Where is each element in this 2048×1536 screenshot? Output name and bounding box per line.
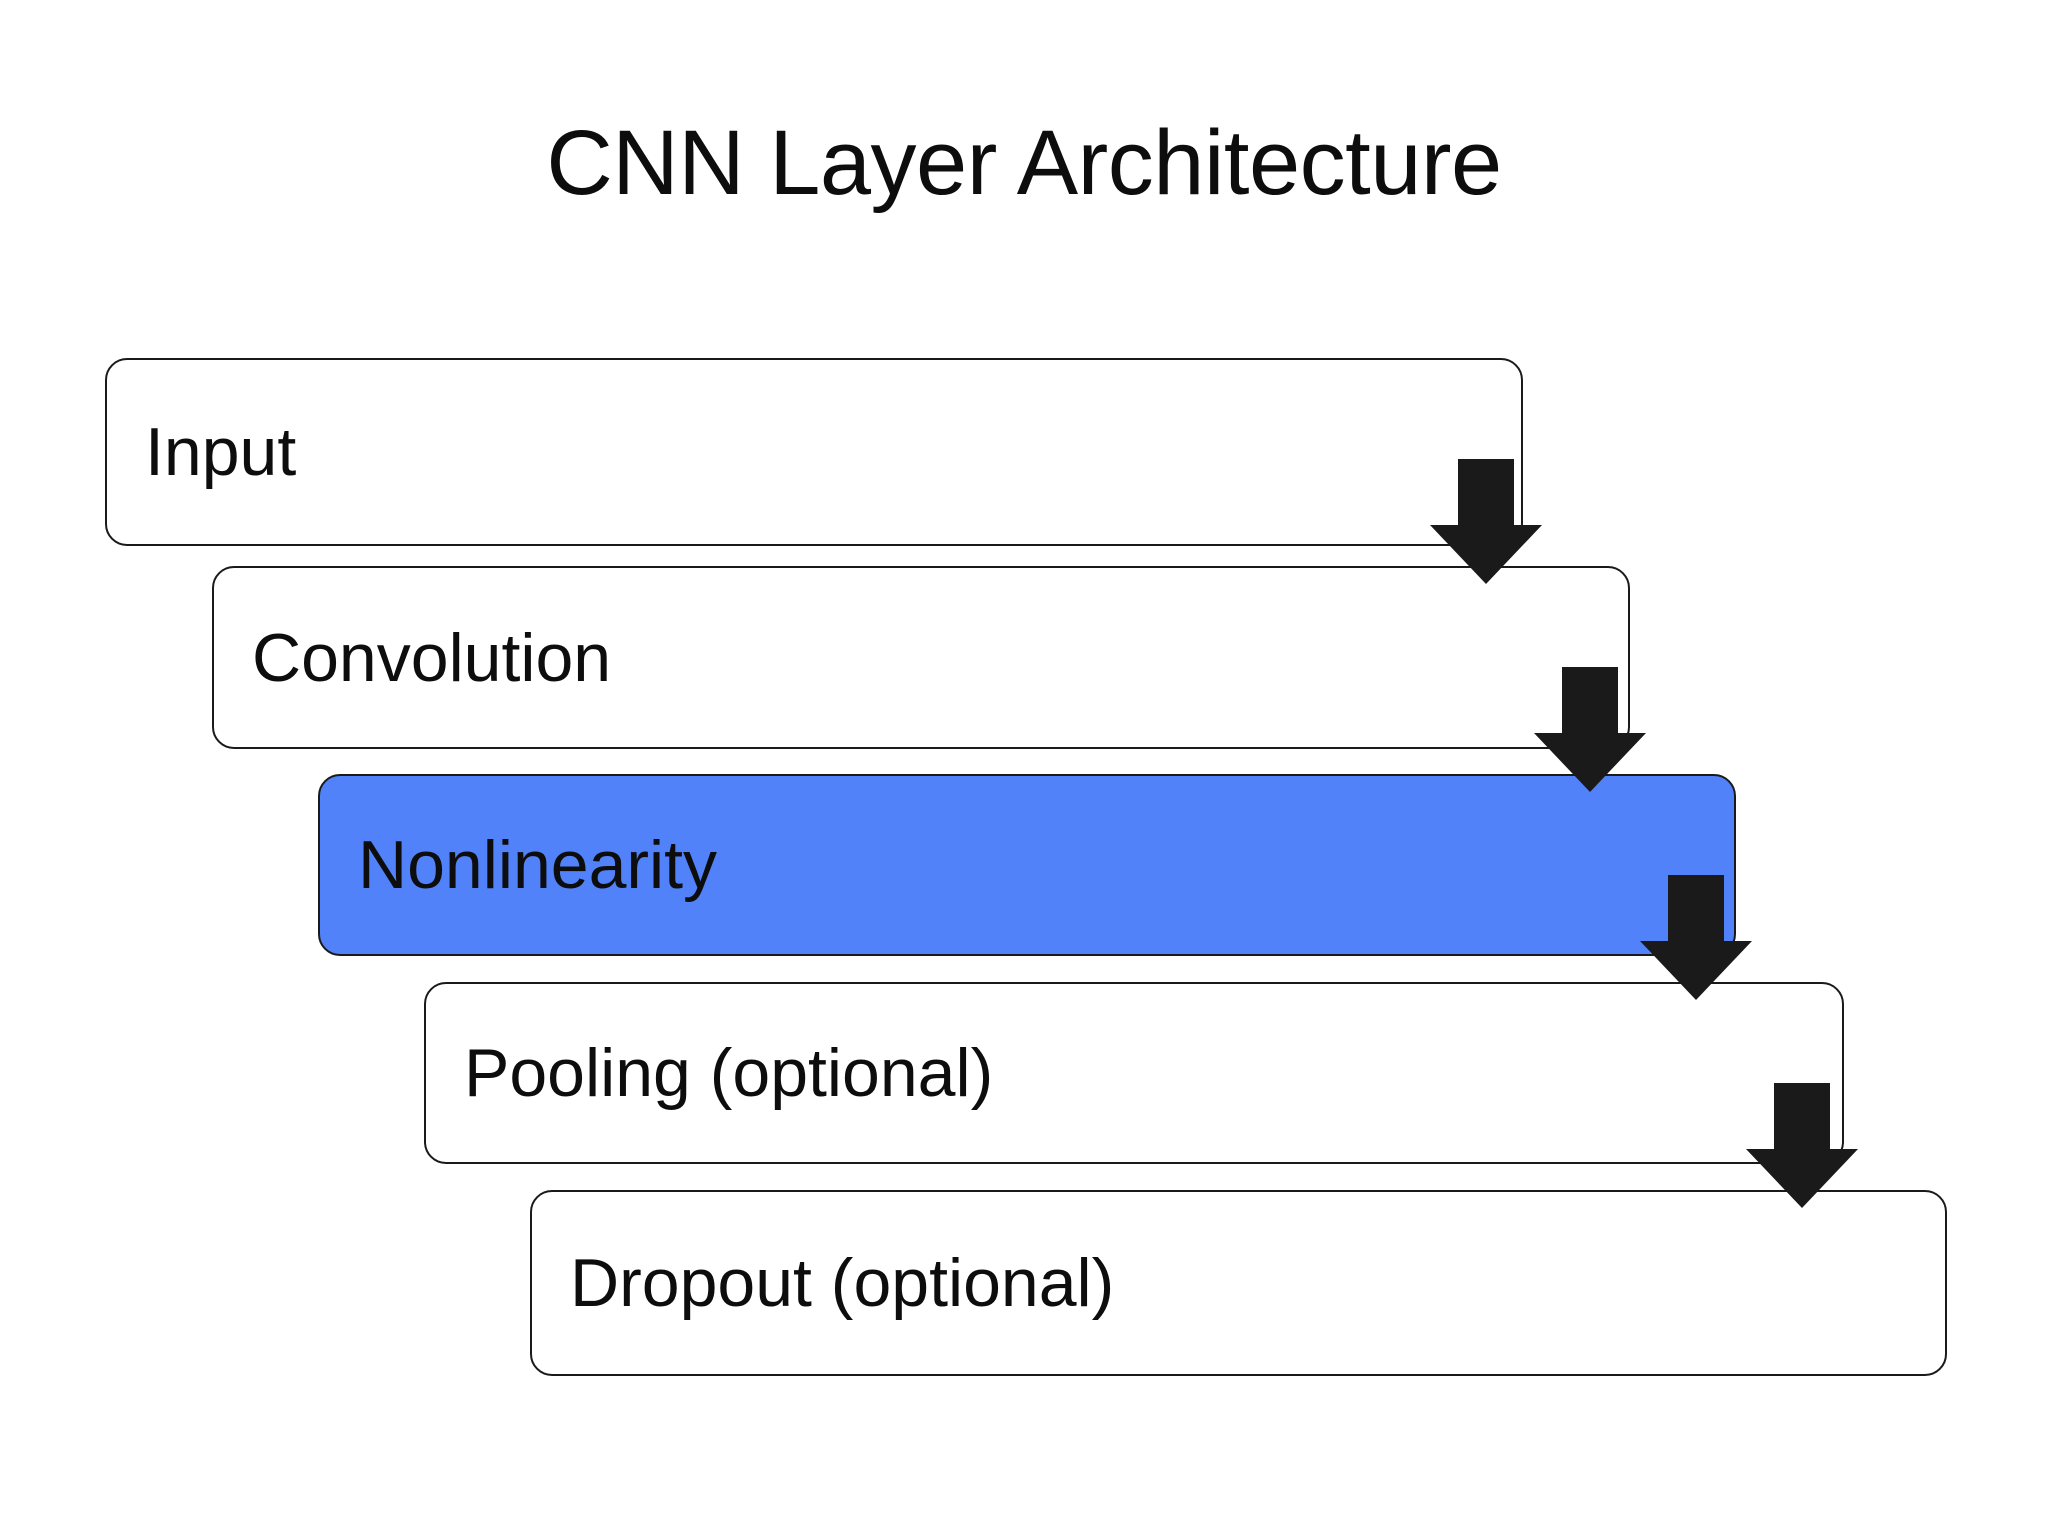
- flow-box-label: Input: [145, 414, 297, 490]
- flow-box-input[interactable]: Input: [105, 358, 1523, 546]
- arrow-down-icon-pooling-to-dropout: [1746, 1083, 1858, 1208]
- flow-box-label: Dropout (optional): [570, 1245, 1115, 1321]
- flow-box-convolution[interactable]: Convolution: [212, 566, 1630, 749]
- flow-box-pooling[interactable]: Pooling (optional): [424, 982, 1844, 1164]
- arrow-down-icon-nonlinearity-to-pooling: [1640, 875, 1752, 1000]
- flow-box-nonlinearity[interactable]: Nonlinearity: [318, 774, 1736, 956]
- flow-box-label: Nonlinearity: [358, 827, 718, 903]
- flow-box-dropout[interactable]: Dropout (optional): [530, 1190, 1947, 1376]
- arrow-down-icon-input-to-convolution: [1430, 459, 1542, 584]
- page-title: CNN Layer Architecture: [546, 112, 1502, 214]
- flow-box-label: Pooling (optional): [464, 1035, 994, 1111]
- arrow-down-icon-convolution-to-nonlinearity: [1534, 667, 1646, 792]
- flow-box-label: Convolution: [252, 619, 612, 696]
